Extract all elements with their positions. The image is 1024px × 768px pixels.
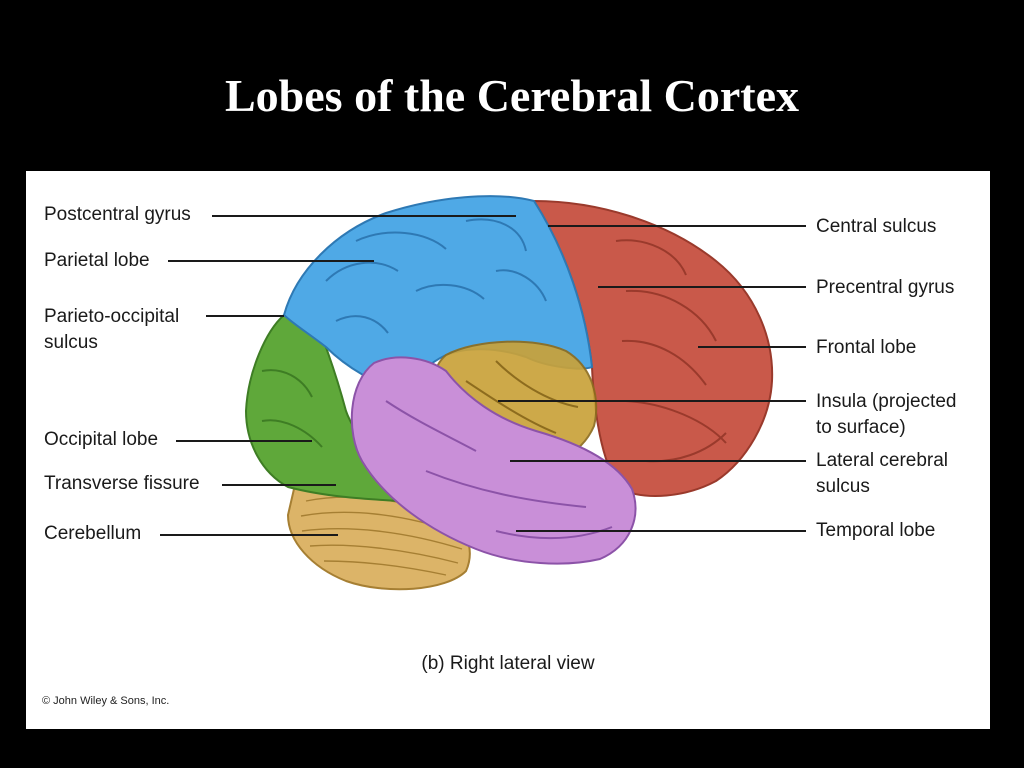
leader-lines <box>160 215 806 536</box>
label-insula-line1: Insula (projected <box>816 391 957 412</box>
label-central-sulcus: Central sulcus <box>816 216 937 237</box>
label-insula-line2: to surface) <box>816 417 906 438</box>
label-parieto-occipital-sulcus-line2: sulcus <box>44 332 98 353</box>
label-insula: Insula (projected to surface) <box>816 389 956 441</box>
temporal-lobe-region <box>350 356 637 565</box>
label-lateral-cerebral-sulcus: Lateral cerebral sulcus <box>816 448 948 500</box>
label-transverse-fissure: Transverse fissure <box>44 473 200 494</box>
label-lateral-cerebral-sulcus-line1: Lateral cerebral <box>816 450 949 471</box>
label-parietal-lobe: Parietal lobe <box>44 250 150 271</box>
figure-caption: (b) Right lateral view <box>421 653 595 674</box>
label-postcentral-gyrus: Postcentral gyrus <box>44 204 191 225</box>
brain-diagram <box>160 195 806 591</box>
label-cerebellum: Cerebellum <box>44 523 142 544</box>
label-precentral-gyrus: Precentral gyrus <box>816 277 955 298</box>
label-frontal-lobe: Frontal lobe <box>816 337 917 358</box>
label-parieto-occipital-sulcus: Parieto-occipital sulcus <box>44 304 179 356</box>
label-parieto-occipital-sulcus-line1: Parieto-occipital <box>44 306 180 327</box>
label-lateral-cerebral-sulcus-line2: sulcus <box>816 476 870 497</box>
label-temporal-lobe: Temporal lobe <box>816 520 936 541</box>
figure-panel: Postcentral gyrus Parietal lobe Parieto-… <box>26 171 990 729</box>
copyright-notice: © John Wiley & Sons, Inc. <box>42 695 170 707</box>
slide-title: Lobes of the Cerebral Cortex <box>224 70 799 121</box>
label-occipital-lobe: Occipital lobe <box>44 429 159 450</box>
